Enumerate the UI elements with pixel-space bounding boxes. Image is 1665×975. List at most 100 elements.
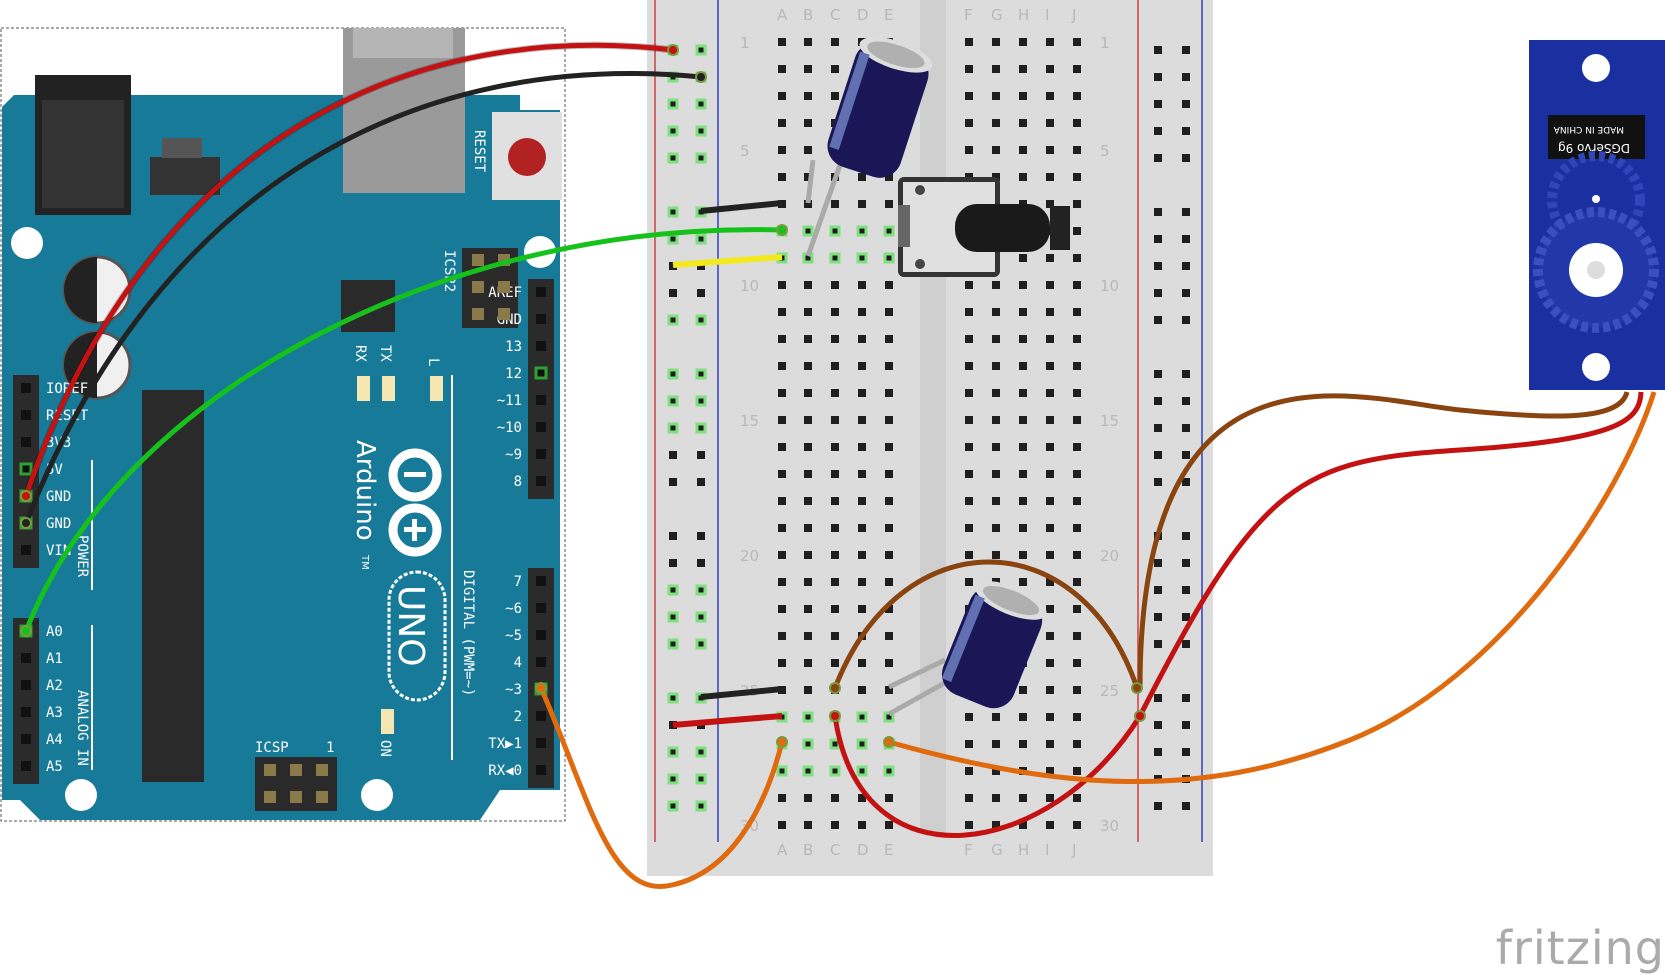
icsp-pin[interactable] <box>290 791 302 803</box>
breadboard-hole[interactable] <box>858 578 866 586</box>
breadboard-hole[interactable] <box>1019 173 1027 181</box>
rail-hole[interactable] <box>697 532 705 540</box>
breadboard-hole[interactable] <box>992 146 1000 154</box>
wire-endpoint[interactable] <box>695 71 707 83</box>
breadboard-hole[interactable] <box>1073 497 1081 505</box>
header-pin[interactable] <box>21 545 31 555</box>
header-pin[interactable] <box>21 761 31 771</box>
rail-hole[interactable] <box>1182 748 1190 756</box>
breadboard-hole[interactable] <box>856 711 868 723</box>
rail-hole[interactable] <box>1154 721 1162 729</box>
breadboard-hole[interactable] <box>778 362 786 370</box>
header-pin[interactable] <box>21 383 31 393</box>
rail-hole[interactable] <box>1182 370 1190 378</box>
rail-hole[interactable] <box>667 638 679 650</box>
breadboard-hole[interactable] <box>965 794 973 802</box>
reset-button-cap[interactable] <box>508 138 546 176</box>
breadboard-hole[interactable] <box>1046 497 1054 505</box>
rail-hole[interactable] <box>669 559 677 567</box>
breadboard-hole[interactable] <box>965 497 973 505</box>
rail-hole[interactable] <box>1182 721 1190 729</box>
breadboard-hole[interactable] <box>856 252 868 264</box>
breadboard-hole[interactable] <box>885 551 893 559</box>
breadboard-hole[interactable] <box>965 389 973 397</box>
breadboard-hole[interactable] <box>1046 632 1054 640</box>
breadboard-hole[interactable] <box>965 146 973 154</box>
breadboard-hole[interactable] <box>858 659 866 667</box>
breadboard-hole[interactable] <box>858 470 866 478</box>
header-pin[interactable] <box>536 314 546 324</box>
rail-hole[interactable] <box>1182 262 1190 270</box>
breadboard-hole[interactable] <box>1073 335 1081 343</box>
rail-hole[interactable] <box>1154 559 1162 567</box>
breadboard-hole[interactable] <box>1019 794 1027 802</box>
header-pin[interactable] <box>536 603 546 613</box>
breadboard-hole[interactable] <box>1019 740 1027 748</box>
breadboard-hole[interactable] <box>1019 416 1027 424</box>
breadboard-hole[interactable] <box>804 308 812 316</box>
breadboard-hole[interactable] <box>1073 362 1081 370</box>
breadboard-hole[interactable] <box>1046 686 1054 694</box>
rail-hole[interactable] <box>667 98 679 110</box>
breadboard-hole[interactable] <box>858 821 866 829</box>
wire-endpoint[interactable] <box>535 682 547 694</box>
breadboard-hole[interactable] <box>831 821 839 829</box>
breadboard-hole[interactable] <box>778 578 786 586</box>
breadboard-hole[interactable] <box>1046 173 1054 181</box>
header-pin[interactable] <box>536 449 546 459</box>
breadboard-hole[interactable] <box>1073 92 1081 100</box>
header-pin[interactable] <box>536 341 546 351</box>
rail-hole[interactable] <box>1154 100 1162 108</box>
breadboard-hole[interactable] <box>804 551 812 559</box>
breadboard-hole[interactable] <box>1073 794 1081 802</box>
breadboard-hole[interactable] <box>858 794 866 802</box>
breadboard-hole[interactable] <box>778 416 786 424</box>
rail-hole[interactable] <box>667 746 679 758</box>
rail-hole[interactable] <box>1182 154 1190 162</box>
breadboard-hole[interactable] <box>965 119 973 127</box>
breadboard-hole[interactable] <box>1046 389 1054 397</box>
breadboard-hole[interactable] <box>1073 659 1081 667</box>
rail-hole[interactable] <box>669 451 677 459</box>
wire-endpoint[interactable] <box>883 736 895 748</box>
breadboard-hole[interactable] <box>992 524 1000 532</box>
breadboard-hole[interactable] <box>778 551 786 559</box>
breadboard-hole[interactable] <box>885 389 893 397</box>
rail-hole[interactable] <box>697 289 705 297</box>
breadboard-hole[interactable] <box>858 173 866 181</box>
breadboard-hole[interactable] <box>992 65 1000 73</box>
breadboard[interactable]: AABBCCDDEEFFGGHHIIJJ11551010151520202525… <box>647 0 1213 876</box>
rail-hole[interactable] <box>1154 208 1162 216</box>
wire-5v-red[interactable] <box>23 42 674 497</box>
breadboard-hole[interactable] <box>992 551 1000 559</box>
header-pin[interactable] <box>21 734 31 744</box>
breadboard-hole[interactable] <box>885 335 893 343</box>
breadboard-hole[interactable] <box>1046 551 1054 559</box>
breadboard-hole[interactable] <box>992 497 1000 505</box>
breadboard-hole[interactable] <box>965 443 973 451</box>
rail-hole[interactable] <box>1182 613 1190 621</box>
arduino-uno-board[interactable]: RESET ICSP2 ICSP 1 RX TX L ON <box>0 27 566 822</box>
rail-hole[interactable] <box>1154 748 1162 756</box>
breadboard-hole[interactable] <box>885 497 893 505</box>
breadboard-hole[interactable] <box>1046 119 1054 127</box>
breadboard-hole[interactable] <box>804 632 812 640</box>
breadboard-hole[interactable] <box>831 794 839 802</box>
rail-hole[interactable] <box>1182 397 1190 405</box>
breadboard-hole[interactable] <box>804 281 812 289</box>
breadboard-hole[interactable] <box>1046 713 1054 721</box>
breadboard-hole[interactable] <box>1073 470 1081 478</box>
breadboard-hole[interactable] <box>885 686 893 694</box>
breadboard-hole[interactable] <box>1073 578 1081 586</box>
breadboard-hole[interactable] <box>804 173 812 181</box>
breadboard-hole[interactable] <box>804 146 812 154</box>
header-pin[interactable] <box>534 366 548 380</box>
header-pin[interactable] <box>19 462 33 476</box>
breadboard-hole[interactable] <box>1073 65 1081 73</box>
breadboard-hole[interactable] <box>831 524 839 532</box>
rail-hole[interactable] <box>697 478 705 486</box>
wire-vcc-servo[interactable] <box>1137 391 1644 718</box>
breadboard-hole[interactable] <box>992 362 1000 370</box>
breadboard-hole[interactable] <box>1019 92 1027 100</box>
breadboard-hole[interactable] <box>992 173 1000 181</box>
